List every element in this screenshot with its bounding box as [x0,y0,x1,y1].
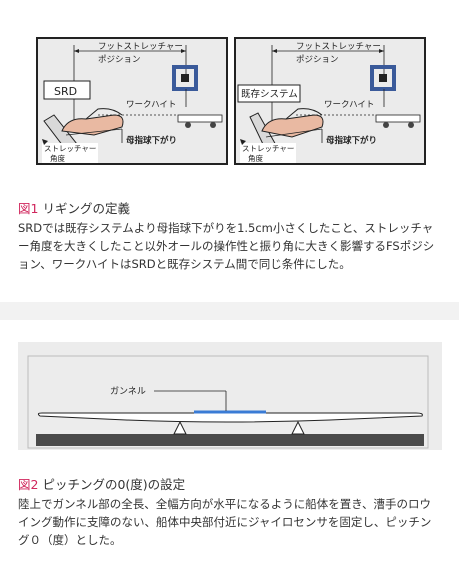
fs-label-line1: フットストレッチャー [296,42,381,52]
support-icon [173,420,187,435]
pin-frame-icon [370,65,396,91]
arrow-left-icon [272,49,277,53]
toe-drop-label: 母指球下がり [326,135,377,146]
figure2-diagram: ガンネル [27,355,429,449]
fs-label-line1: フットストレッチャー [98,42,183,52]
ground-icon [36,434,424,446]
figure2-frame [27,355,429,449]
figure2-title: ピッチングの0(度)の設定 [42,477,186,492]
stretcher-angle-line1: ストレッチャー [44,144,96,153]
work-height-label: ワークハイト [126,100,176,110]
figure1-caption-body: SRDでは既存システムより母指球下がりを1.5cm小さくしたこと、ストレッチャー… [18,221,435,271]
fs-label-line2: ポジション [296,55,339,65]
figure1-left-diagram: フットストレッチャー ポジション ワークハイト SRD 母指球下がり [42,42,223,164]
hull-icon [37,412,423,423]
toe-drop-label: 母指球下がり [126,135,177,146]
toe-drop-line [265,128,323,138]
seat-wheel-icon [210,122,216,128]
foot-icon [61,114,124,136]
system-label-box [43,80,91,100]
figure1-right-panel: フットストレッチャー ポジション ワークハイト 既存システム 母指球下がり スト… [234,37,426,165]
pin-icon [379,74,387,82]
stretcher-angle-bg [240,143,296,163]
seat-wheel-icon [408,122,414,128]
angle-arrow-icon [240,139,246,145]
work-height-label: ワークハイト [324,100,374,110]
stretcher-angle-line2: 角度 [50,153,65,163]
figure1-title: リギングの定義 [42,201,130,216]
figure1-number: 図1 [18,201,39,216]
arrow-right-icon [379,49,384,53]
figure1-right-diagram: フットストレッチャー ポジション ワークハイト 既存システム 母指球下がり スト… [237,42,421,164]
system-label: 既存システム [241,88,298,100]
system-label-box [237,84,301,103]
figure2-number: 図2 [18,477,39,492]
pin-icon [181,74,189,82]
arrow-right-icon [181,49,186,53]
seat-wheel-icon [383,122,389,128]
figure2-caption-body: 陸上でガンネル部の全長、全幅方向が水平になるように船体を置き、漕手のロウイング動… [18,497,432,547]
fs-label-line2: ポジション [98,55,141,65]
leg-icon [85,108,123,120]
arrow-left-icon [74,49,79,53]
gunwale-label: ガンネル [110,386,146,397]
seat-rail-icon [177,114,223,123]
figure1-left-panel: フットストレッチャー ポジション ワークハイト SRD 母指球下がり [36,37,228,165]
system-label: SRD [54,85,77,98]
leg-icon [285,108,323,120]
pin-frame-icon [172,65,198,91]
stretcher-angle-line1: ストレッチャー [242,144,294,153]
figure1-card: フットストレッチャー ポジション ワークハイト SRD 母指球下がり [0,0,459,302]
foot-icon [261,114,324,138]
stretcher-angle-line2: 角度 [248,153,263,163]
seat-wheel-icon [185,122,191,128]
angle-arrow-icon [42,139,48,145]
toe-drop-line [65,128,123,136]
stretcher-angle-bg [42,143,98,163]
seat-rail-icon [375,114,421,123]
figure2-panel: ガンネル [18,342,442,450]
support-icon [291,420,305,435]
